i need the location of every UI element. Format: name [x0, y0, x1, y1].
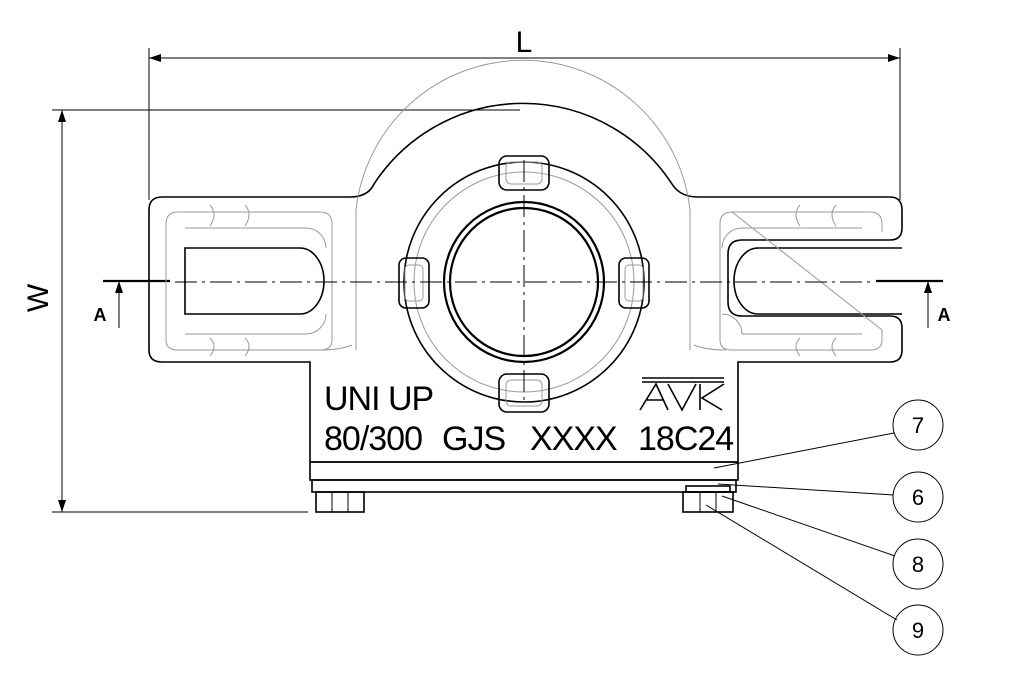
balloon-9: 9	[705, 504, 944, 656]
slot-right	[733, 247, 902, 315]
balloon-8-number: 8	[912, 552, 924, 577]
plate-layer-upper	[309, 461, 739, 481]
marking-size: 80/300	[324, 420, 422, 458]
body-outline	[148, 102, 903, 463]
dimension-width: W	[22, 109, 520, 513]
plate-layer-lower	[311, 479, 737, 493]
marking-code: XXXX	[530, 420, 617, 458]
dimension-length: L	[148, 26, 901, 200]
saddle-body	[148, 59, 903, 493]
balloon-7: 7	[713, 399, 944, 469]
balloon-6: 6	[717, 471, 944, 523]
right-ear-detail	[719, 211, 883, 351]
leader-6	[717, 483, 894, 496]
section-label-left: A	[94, 305, 107, 325]
width-label: W	[22, 283, 55, 312]
marking-material: GJS	[442, 420, 505, 458]
washer-right	[685, 485, 731, 493]
nut-left	[315, 491, 365, 513]
balloon-9-number: 9	[912, 618, 924, 643]
leader-9	[705, 504, 898, 621]
length-label: L	[516, 26, 533, 59]
bolt-right	[682, 485, 734, 513]
marking-uni-up: UNI UP	[324, 380, 433, 418]
section-mark-right: A	[876, 279, 951, 328]
bolt-left	[315, 491, 365, 513]
leader-7	[713, 432, 895, 469]
lug-left	[398, 257, 430, 309]
avk-logo	[639, 377, 725, 412]
lug-right	[618, 257, 650, 309]
leader-8	[721, 495, 896, 557]
cast-marking: UNI UP 80/300 GJS XXXX 18C24	[324, 377, 734, 458]
nut-right	[682, 491, 734, 513]
arch-inner	[355, 59, 691, 350]
section-label-right: A	[938, 305, 951, 325]
slot-left	[184, 247, 325, 315]
balloon-8: 8	[721, 495, 944, 590]
left-ear-detail	[165, 211, 333, 351]
marking-date: 18C24	[638, 420, 733, 458]
balloon-7-number: 7	[912, 413, 924, 438]
balloon-6-number: 6	[912, 485, 924, 510]
section-mark-left: A	[94, 279, 170, 328]
